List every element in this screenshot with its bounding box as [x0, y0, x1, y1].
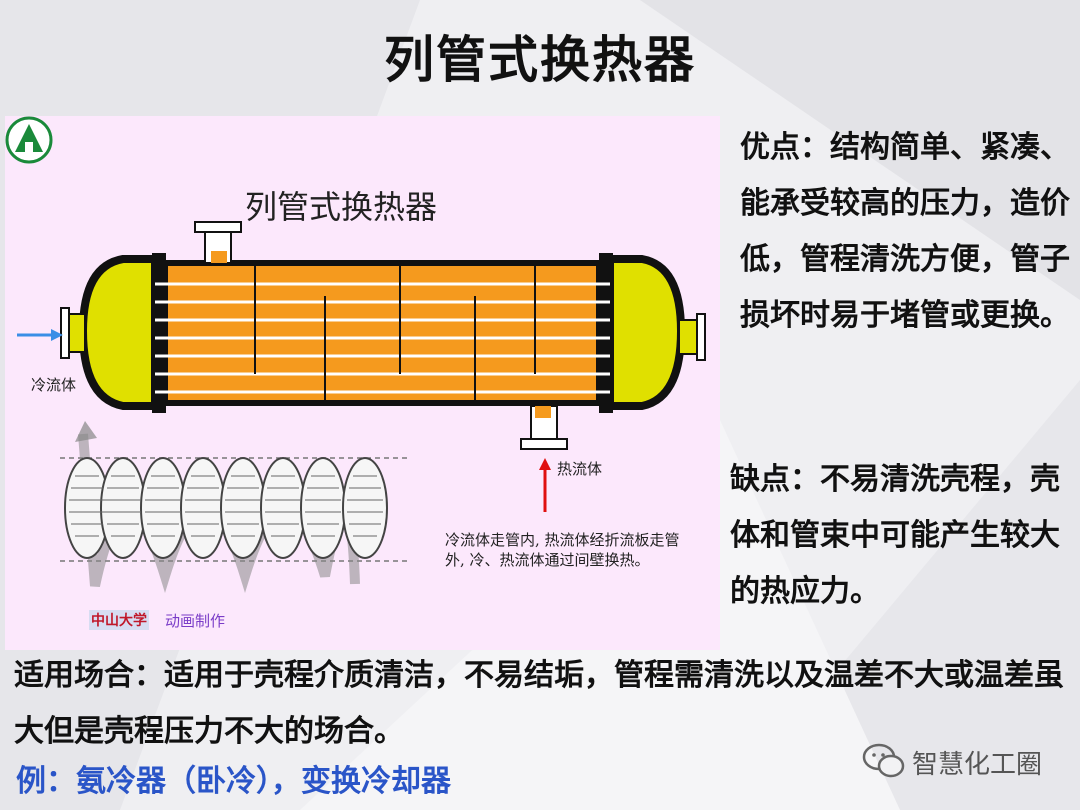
heat-exchanger-figure: 列管式换热器 冷流体 热流体 冷流体走管内, 热流体经折流板走管外, 冷、热流体… — [5, 116, 720, 650]
figure-title: 列管式换热器 — [245, 188, 438, 226]
animation-credit: 动画制作 — [165, 612, 226, 630]
slide-title: 列管式换热器 — [384, 31, 696, 89]
school-name: 中山大学 — [89, 610, 149, 630]
heat-exchanger-drawing — [17, 221, 706, 593]
figure-description: 冷流体走管内, 热流体经折流板走管外, 冷、热流体通过间壁换热。 — [445, 531, 680, 569]
watermark: 智慧化工圈 — [868, 744, 1042, 781]
application-text: 适用场合：适用于壳程介质清洁，不易结垢，管程需清洗以及温差不大或温差虽大但是壳程… — [14, 658, 1064, 749]
watermark-text: 智慧化工圈 — [912, 750, 1043, 780]
disadvantages-text: 缺点：不易清洗壳程，壳体和管束中可能产生较大的热应力。 — [730, 462, 1060, 609]
wechat-icon — [862, 743, 905, 778]
example-text: 例：氨冷器（卧冷），变换冷却器 — [16, 764, 451, 799]
advantages-text: 优点：结构简单、紧凑、能承受较高的压力，造价低，管程清洗方便，管子损坏时易于堵管… — [740, 130, 1070, 333]
cold-fluid-label: 冷流体 — [31, 376, 77, 394]
school-logo — [5, 116, 53, 164]
hot-fluid-label: 热流体 — [557, 460, 603, 478]
